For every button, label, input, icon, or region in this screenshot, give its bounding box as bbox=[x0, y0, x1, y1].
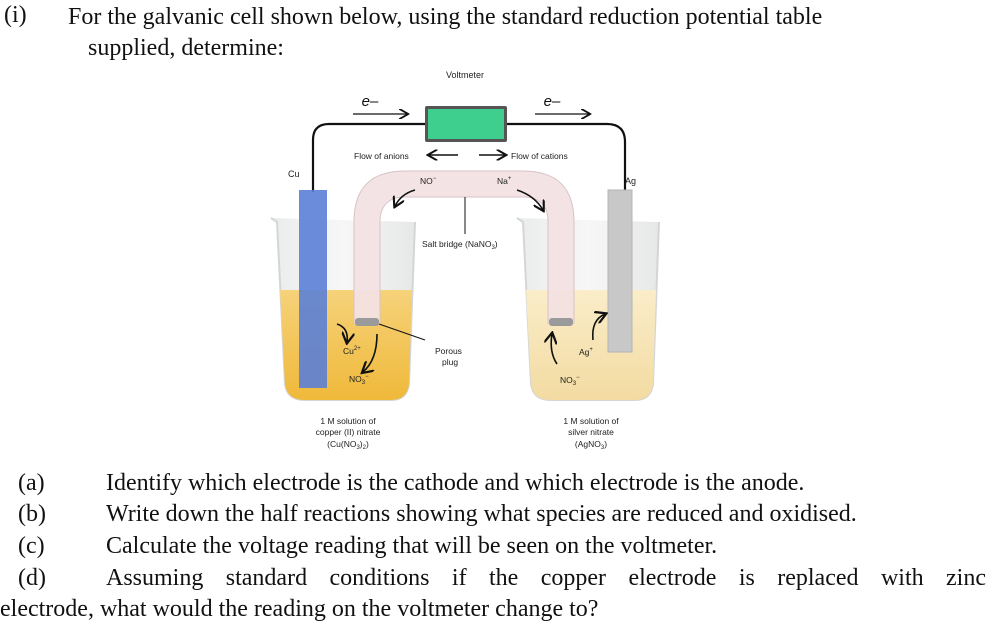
bridge-ion-na: Na+ bbox=[497, 176, 512, 186]
electrode-label-cu: Cu bbox=[288, 169, 300, 179]
silver-electrode bbox=[607, 189, 633, 353]
salt-bridge-label: Salt bridge (NaNO3) bbox=[422, 239, 498, 251]
bridge-ion-no3-charge: − bbox=[433, 176, 437, 182]
porous-plug-pointer bbox=[378, 323, 426, 341]
bridge-ion-no3: NO− bbox=[420, 176, 437, 186]
ion-no3-right-charge: − bbox=[576, 375, 580, 381]
ion-no3-left-sub: 3 bbox=[362, 380, 366, 386]
wire-left bbox=[311, 122, 425, 192]
porous-plug-left bbox=[355, 318, 379, 326]
left-solution-caption-1: 1 M solution of bbox=[320, 416, 376, 426]
salt-bridge-label-base: Salt bridge (NaNO bbox=[422, 239, 492, 249]
salt-bridge bbox=[354, 171, 574, 324]
voltmeter-display bbox=[428, 109, 504, 139]
no3-right-arrow bbox=[551, 334, 557, 365]
ion-ag: Ag+ bbox=[579, 347, 593, 357]
flow-anions-label: Flow of anions bbox=[354, 151, 409, 161]
wire-right bbox=[507, 122, 627, 190]
voltmeter-label: Voltmeter bbox=[446, 70, 484, 80]
bridge-arrow-left bbox=[395, 189, 416, 206]
part-a-label: (a) bbox=[18, 470, 45, 496]
ion-no3-right: NO3− bbox=[560, 375, 580, 387]
part-d-label: (d) bbox=[18, 565, 46, 591]
bridge-ion-no3-base: NO bbox=[420, 176, 433, 186]
salt-bridge-subscript: 3 bbox=[491, 245, 495, 251]
ion-no3-left: NO3− bbox=[349, 374, 369, 386]
left-caption-3-base: (Cu(NO bbox=[327, 439, 357, 449]
ion-no3-left-base: NO bbox=[349, 374, 362, 384]
galvanic-cell-svg: Voltmeter e– e– Flow of anions Flow of c… bbox=[270, 70, 660, 451]
right-solution-caption-3: (AgNO3) bbox=[575, 439, 607, 451]
copper-electrode bbox=[299, 190, 327, 388]
bridge-arrow-right bbox=[516, 189, 543, 210]
flow-cations-label: Flow of cations bbox=[511, 151, 568, 161]
electrode-label-ag: Ag bbox=[625, 176, 636, 186]
left-solution-caption-2: copper (II) nitrate bbox=[316, 427, 381, 437]
left-solution-caption-3: (Cu(NO3)2) bbox=[327, 439, 369, 451]
ion-no3-left-charge: − bbox=[365, 374, 369, 380]
ion-cu2-charge: 2+ bbox=[354, 346, 361, 352]
right-solution-caption-2: silver nitrate bbox=[568, 427, 614, 437]
salt-bridge-close: ) bbox=[495, 239, 498, 249]
right-solution bbox=[526, 290, 656, 400]
porous-plug-label-2: plug bbox=[442, 357, 458, 367]
question-intro: For the galvanic cell shown below, using… bbox=[68, 2, 988, 64]
cu-ion-arrow bbox=[336, 323, 347, 342]
intro-line-2: supplied, determine: bbox=[88, 35, 284, 61]
part-a-text: Identify which electrode is the cathode … bbox=[106, 470, 805, 496]
part-d-text-line2: electrode, what would the reading on the… bbox=[0, 596, 599, 622]
no3-left-arrow bbox=[363, 333, 378, 372]
question-number: (i) bbox=[4, 2, 27, 28]
right-caption-3-base: (AgNO bbox=[575, 439, 601, 449]
ion-cu2-base: Cu bbox=[343, 346, 354, 356]
part-d-text-line1: Assuming standard conditions if the copp… bbox=[106, 565, 986, 591]
ion-no3-right-base: NO bbox=[560, 375, 573, 385]
part-b-label: (b) bbox=[18, 501, 46, 527]
salt-bridge-outline bbox=[353, 170, 575, 324]
left-caption-3-close: ) bbox=[366, 439, 369, 449]
ion-ag-charge: + bbox=[589, 347, 593, 353]
ag-ion-arrow bbox=[591, 314, 605, 341]
right-caption-3-close: ) bbox=[604, 439, 607, 449]
part-b-text: Write down the half reactions showing wh… bbox=[106, 501, 857, 527]
electron-label-left: e– bbox=[362, 93, 379, 110]
part-c-text: Calculate the voltage reading that will … bbox=[106, 533, 718, 559]
part-c-label: (c) bbox=[18, 533, 45, 559]
left-caption-3-sub2: 2 bbox=[363, 445, 367, 451]
bridge-ion-na-base: Na bbox=[497, 176, 508, 186]
porous-plug-label-1: Porous bbox=[435, 346, 462, 356]
left-caption-3-mid: ) bbox=[360, 439, 363, 449]
left-caption-3-sub1: 3 bbox=[356, 445, 360, 451]
part-d-text: Assuming standard conditions if the copp… bbox=[0, 563, 986, 625]
bridge-ion-na-charge: + bbox=[508, 176, 512, 182]
electron-label-right: e– bbox=[544, 93, 561, 110]
porous-plug-right bbox=[549, 318, 573, 326]
galvanic-cell-diagram: Voltmeter e– e– Flow of anions Flow of c… bbox=[255, 62, 700, 467]
ion-ag-base: Ag bbox=[579, 347, 590, 357]
ion-cu2: Cu2+ bbox=[343, 346, 361, 356]
right-solution-caption-1: 1 M solution of bbox=[563, 416, 619, 426]
right-caption-3-sub: 3 bbox=[601, 445, 605, 451]
ion-no3-right-sub: 3 bbox=[573, 381, 577, 387]
intro-line-1: For the galvanic cell shown below, using… bbox=[68, 4, 823, 30]
